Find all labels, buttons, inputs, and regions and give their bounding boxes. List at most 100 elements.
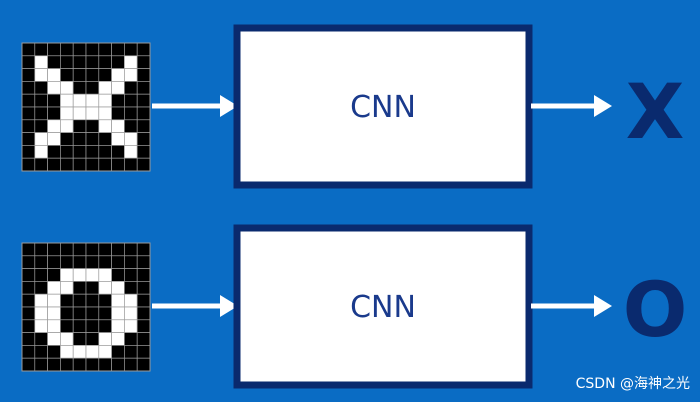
grid-pixel	[72, 81, 87, 95]
grid-pixel	[124, 306, 138, 321]
grid-pixel	[21, 145, 36, 159]
cnn-box-o	[233, 224, 533, 389]
grid-pixel	[60, 132, 74, 146]
grid-pixel	[85, 68, 100, 82]
grid-pixel	[111, 68, 125, 82]
grid-pixel	[21, 42, 36, 57]
grid-pixel	[85, 93, 100, 108]
grid-pixel	[47, 42, 61, 57]
input-grid-o	[21, 242, 151, 372]
grid-pixel	[85, 268, 100, 282]
grid-pixel	[98, 319, 112, 333]
grid-pixel	[21, 81, 36, 95]
grid-pixel	[60, 319, 74, 333]
grid-pixel	[98, 357, 112, 372]
grid-pixel	[47, 106, 61, 121]
grid-pixel	[21, 357, 36, 372]
grid-pixel	[72, 55, 87, 69]
input-grid-x	[21, 42, 151, 172]
grid-pixel	[111, 42, 125, 57]
grid-pixel	[72, 93, 87, 108]
grid-pixel	[34, 319, 48, 333]
grid-pixel	[111, 93, 125, 108]
grid-pixel	[47, 255, 61, 269]
grid-pixel	[60, 68, 74, 82]
grid-pixel	[21, 119, 36, 133]
grid-pixel	[124, 332, 138, 346]
grid-pixel	[34, 281, 48, 295]
grid-pixel	[124, 106, 138, 121]
grid-pixel	[21, 55, 36, 69]
grid-pixel	[34, 132, 48, 146]
grid-pixel	[47, 68, 61, 82]
grid-pixel	[85, 132, 100, 146]
grid-pixel	[98, 255, 112, 269]
grid-pixel	[111, 268, 125, 282]
grid-pixel	[34, 242, 48, 257]
grid-pixel	[98, 345, 112, 359]
grid-pixel	[21, 255, 36, 269]
grid-pixel	[136, 132, 151, 146]
grid-pixel	[72, 281, 87, 295]
grid-pixel	[34, 145, 48, 159]
grid-pixel	[34, 332, 48, 346]
grid-pixel	[34, 68, 48, 82]
grid-pixel	[85, 242, 100, 257]
grid-pixel	[60, 281, 74, 295]
grid-pixel	[34, 106, 48, 121]
grid-pixel	[60, 42, 74, 57]
grid-pixel	[47, 157, 61, 172]
grid-pixel	[136, 81, 151, 95]
grid-pixel	[72, 132, 87, 146]
grid-border	[21, 242, 151, 372]
grid-pixel	[136, 42, 151, 57]
grid-pixel	[98, 242, 112, 257]
grid-pixel	[124, 81, 138, 95]
grid-pixel	[111, 242, 125, 257]
grid-pixel	[136, 68, 151, 82]
grid-pixel	[34, 157, 48, 172]
grid-pixel	[85, 55, 100, 69]
grid-pixel	[98, 55, 112, 69]
grid-pixel	[85, 306, 100, 321]
grid-pixel	[136, 55, 151, 69]
cnn-box-x	[233, 24, 533, 189]
grid-pixel	[72, 42, 87, 57]
output-arrow-x	[531, 95, 612, 117]
grid-pixel	[21, 106, 36, 121]
grid-pixel	[60, 306, 74, 321]
grid-pixel	[85, 332, 100, 346]
grid-pixel	[47, 81, 61, 95]
grid-pixel	[136, 157, 151, 172]
grid-pixel	[72, 68, 87, 82]
grid-pixel	[47, 93, 61, 108]
grid-pixel	[60, 93, 74, 108]
grid-pixel	[124, 68, 138, 82]
row-o: CNN O	[21, 224, 688, 389]
grid-pixel	[47, 242, 61, 257]
grid-pixel	[21, 319, 36, 333]
grid-pixel	[136, 306, 151, 321]
grid-pixel	[136, 268, 151, 282]
grid-pixel	[21, 93, 36, 108]
grid-pixel	[124, 357, 138, 372]
grid-pixel	[136, 332, 151, 346]
output-label-o: O	[623, 265, 688, 354]
grid-pixel	[136, 119, 151, 133]
grid-pixel	[98, 93, 112, 108]
grid-pixel	[111, 357, 125, 372]
grid-pixel	[72, 119, 87, 133]
grid-pixel	[60, 157, 74, 172]
grid-pixel	[47, 332, 61, 346]
grid-pixel	[111, 157, 125, 172]
grid-pixel	[124, 242, 138, 257]
grid-pixel	[124, 119, 138, 133]
grid-pixel	[47, 345, 61, 359]
grid-pixel	[72, 332, 87, 346]
grid-pixel	[72, 255, 87, 269]
grid-pixel	[21, 132, 36, 146]
grid-pixel	[47, 293, 61, 308]
grid-pixel	[60, 145, 74, 159]
grid-pixel	[21, 345, 36, 359]
